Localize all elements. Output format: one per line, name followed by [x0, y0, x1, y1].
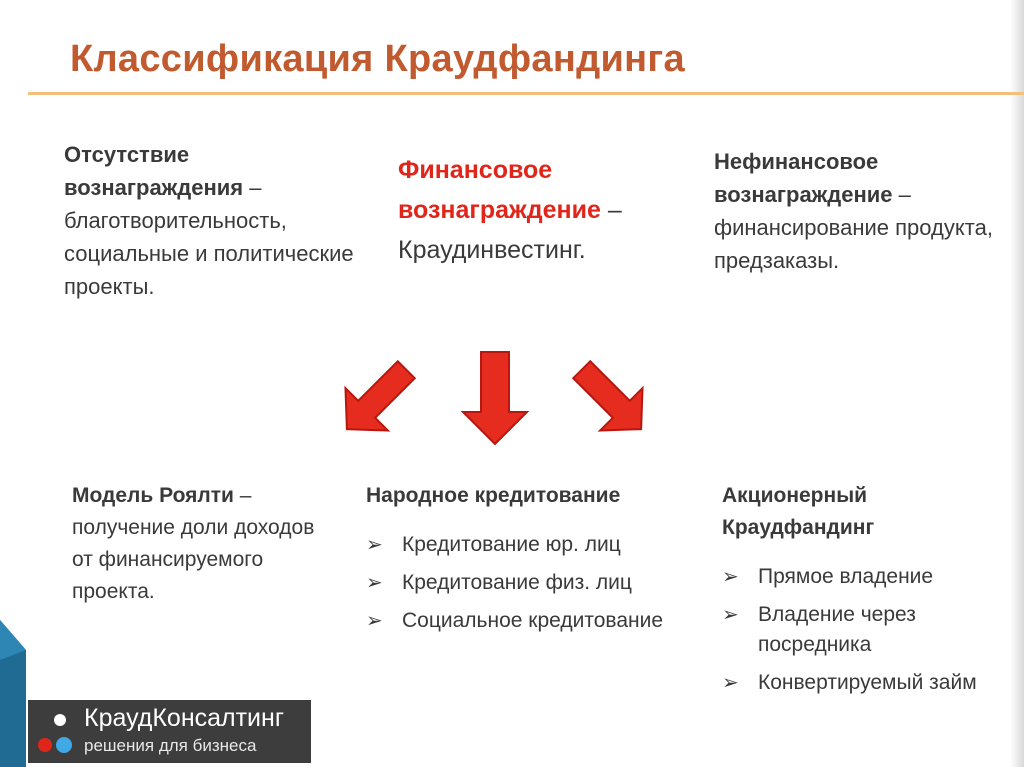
- category-nonfinancial-reward-text: – финансирование продукта, предзаказы.: [714, 182, 993, 273]
- category-no-reward-heading: Отсутствие вознаграждения: [64, 142, 244, 200]
- logo-dot-red-icon: [38, 738, 52, 752]
- logo-dot-blue-icon: [56, 737, 72, 753]
- equity-crowdfunding-list: ➢Прямое владение ➢Владение через посредн…: [722, 562, 1022, 698]
- bullet-arrow-icon: ➢: [366, 610, 383, 632]
- arrow-down-right-icon: [571, 359, 644, 432]
- decorative-corner-shape: [0, 620, 26, 767]
- logo-tagline: решения для бизнеса: [84, 736, 257, 755]
- model-equity-crowdfunding: Акционерный Краудфандинг ➢Прямое владени…: [722, 480, 1022, 706]
- category-financial-reward-dash: –: [600, 196, 622, 224]
- category-no-reward-text: – благотворительность, социальные и поли…: [64, 175, 354, 299]
- list-item: ➢Конвертируемый займ: [722, 668, 1022, 698]
- p2p-lending-list: ➢Кредитование юр. лиц ➢Кредитование физ.…: [366, 530, 686, 636]
- logo-dot-white-icon: [54, 714, 66, 726]
- model-p2p-lending-heading: Народное кредитование: [366, 484, 621, 507]
- slide-edge-shadow: [1010, 0, 1024, 767]
- category-nonfinancial-reward-heading: Нефинансовое вознаграждение: [714, 149, 893, 207]
- page-title: Классификация Краудфандинга: [70, 38, 685, 80]
- category-financial-reward-text: Краудинвестинг.: [398, 236, 586, 264]
- arrows-group: [344, 351, 644, 446]
- bullet-arrow-icon: ➢: [366, 572, 383, 594]
- list-item: ➢Кредитование физ. лиц: [366, 568, 686, 598]
- category-financial-reward-heading: Финансовое вознаграждение: [398, 156, 601, 224]
- bullet-arrow-icon: ➢: [366, 534, 383, 556]
- list-item: ➢Кредитование юр. лиц: [366, 530, 686, 560]
- bullet-arrow-icon: ➢: [722, 604, 739, 626]
- model-equity-crowdfunding-heading: Акционерный Краудфандинг: [722, 484, 875, 539]
- model-royalty-text: – получение доли доходов от финансируемо…: [72, 484, 315, 603]
- company-logo: КраудКонсалтинг решения для бизнеса: [28, 700, 311, 763]
- model-royalty: Модель Роялти – получение доли доходов о…: [72, 480, 332, 608]
- model-royalty-heading: Модель Роялти: [72, 484, 234, 507]
- bullet-arrow-icon: ➢: [722, 566, 739, 588]
- list-item: ➢Прямое владение: [722, 562, 1022, 592]
- list-item: ➢Владение через посредника: [722, 600, 1022, 660]
- logo-name: КраудКонсалтинг: [84, 704, 284, 732]
- title-divider: [28, 92, 1024, 95]
- arrow-down-left-icon: [344, 359, 417, 432]
- category-no-reward: Отсутствие вознаграждения – благотворите…: [64, 138, 364, 303]
- list-item: ➢Социальное кредитование: [366, 606, 686, 636]
- bullet-arrow-icon: ➢: [722, 672, 739, 694]
- model-p2p-lending: Народное кредитование ➢Кредитование юр. …: [366, 480, 686, 644]
- category-financial-reward: Финансовое вознаграждение – Краудинвести…: [398, 150, 698, 270]
- arrow-down-icon: [460, 351, 530, 446]
- category-nonfinancial-reward: Нефинансовое вознаграждение – финансиров…: [714, 145, 1014, 277]
